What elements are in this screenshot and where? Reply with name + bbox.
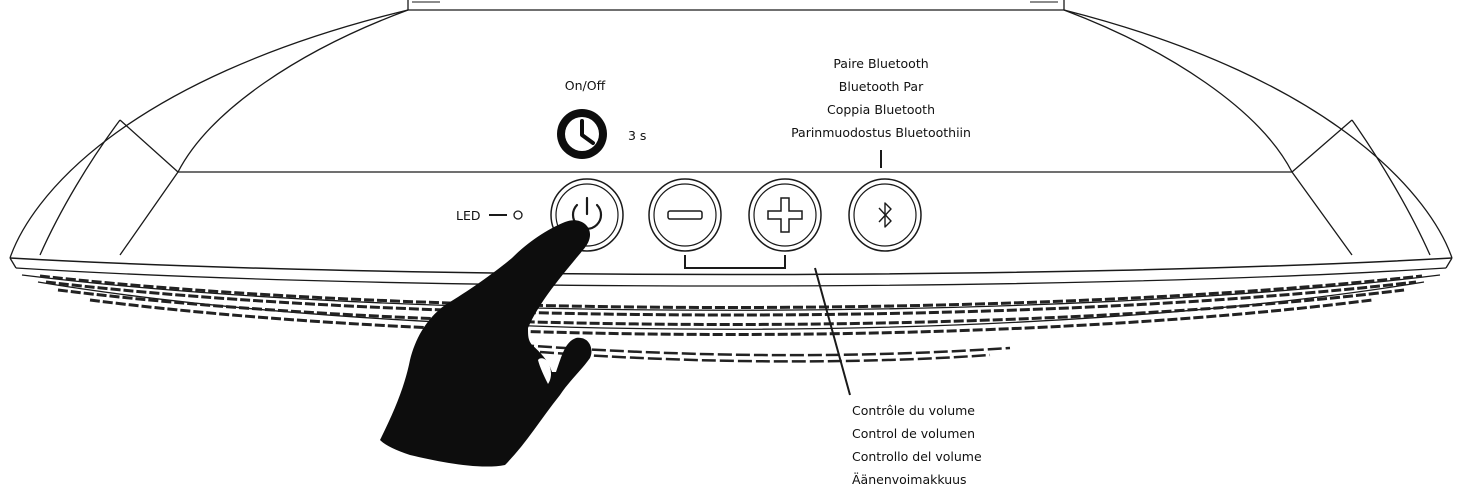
minus-icon (667, 210, 703, 220)
volume-control-label-fi: Äänenvoimakkuus (852, 472, 967, 487)
volume-leader-line (684, 255, 851, 396)
speaker-grille (39, 274, 1423, 336)
bluetooth-pair-label-fr: Paire Bluetooth (833, 56, 929, 71)
bluetooth-icon (878, 202, 892, 228)
led-indicator-icon (489, 210, 523, 220)
led-label: LED (456, 208, 481, 223)
bluetooth-button[interactable] (848, 178, 922, 252)
plus-icon (767, 197, 803, 233)
bluetooth-pair-labels: Paire Bluetooth Bluetooth Par Coppia Blu… (791, 56, 971, 140)
bluetooth-pair-label-es: Bluetooth Par (838, 79, 924, 94)
speaker-body (9, 0, 1453, 330)
clock-icon (557, 109, 607, 159)
speaker-grille-lower (519, 343, 1011, 363)
hold-time-label: 3 s (628, 128, 647, 143)
bluetooth-pair-label-it: Coppia Bluetooth (826, 102, 936, 117)
volume-control-labels: Contrôle du volume Control de volumen Co… (852, 403, 982, 487)
volume-control-label-it: Controllo del volume (852, 449, 982, 464)
volume-down-button[interactable] (648, 178, 722, 252)
volume-control-label-es: Control de volumen (852, 426, 975, 441)
pointing-hand-icon (380, 220, 592, 467)
bluetooth-pair-label-fi: Parinmuodostus Bluetoothiin (791, 125, 971, 140)
volume-up-button[interactable] (748, 178, 822, 252)
volume-control-label-fr: Contrôle du volume (852, 403, 975, 418)
on-off-label: On/Off (564, 78, 606, 93)
